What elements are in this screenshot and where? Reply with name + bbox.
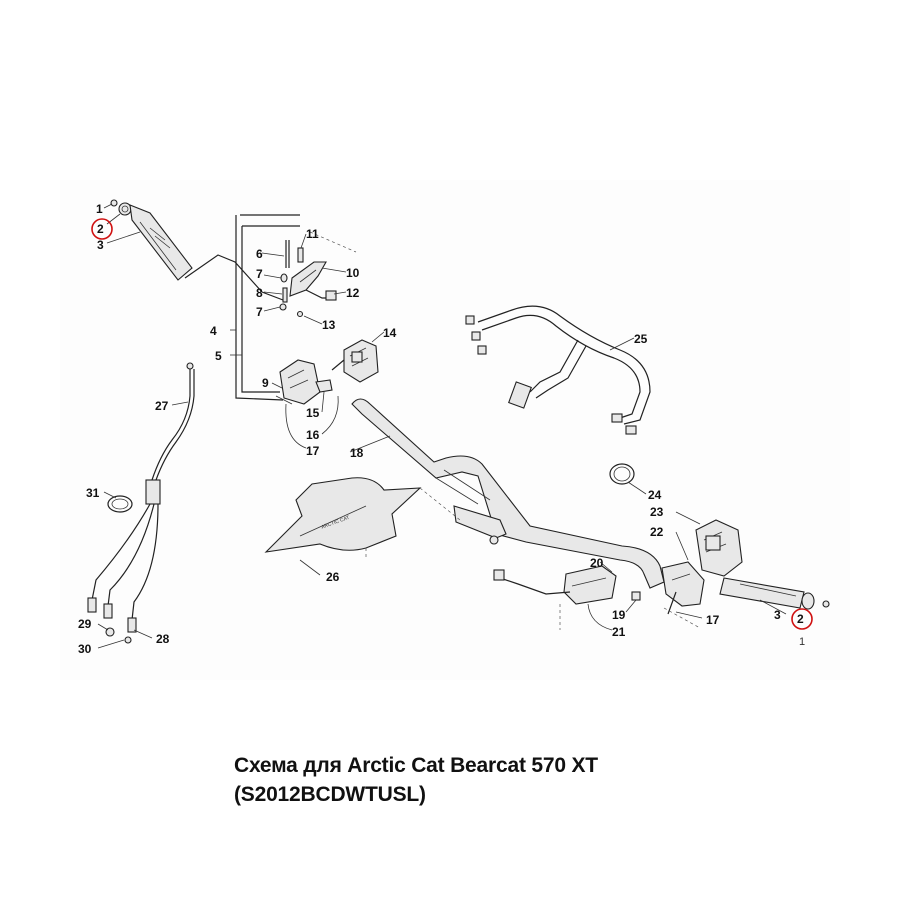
right-control-housing [661,519,743,607]
switch-14 [331,339,379,383]
caption-model-code: (S2012BCDWTUSL) [234,783,426,806]
callout-29: 29 [78,617,92,631]
diagram-background [60,180,850,680]
callout-17-right: 17 [706,613,720,627]
callout-13: 13 [322,318,336,332]
callout-12: 12 [346,286,360,300]
callout-23: 23 [650,505,664,519]
callout-27: 27 [155,399,169,413]
callout-17-left: 17 [306,444,320,458]
callout-2-left: 2 [97,222,104,236]
callout-15: 15 [306,406,320,420]
callout-8: 8 [256,286,263,300]
callout-7-lower: 7 [256,305,263,319]
grip-heater-wire [184,254,284,301]
callout-1-left: 1 [96,202,103,216]
throttle-housing [275,359,333,405]
bracket-4-5 [235,214,300,401]
assembly-guides [309,231,701,630]
callout-19: 19 [612,608,626,622]
callout-4: 4 [210,324,217,338]
callout-30: 30 [78,642,92,656]
callout-24: 24 [648,488,662,502]
callout-21: 21 [612,625,626,639]
callout-3-right: 3 [774,608,781,622]
left-grip [110,199,193,281]
callout-3-left: 3 [97,238,104,252]
callout-5: 5 [215,349,222,363]
wiring-harness [465,305,651,435]
bracket-20-21 [493,565,677,615]
right-grip [719,577,830,610]
callout-31: 31 [86,486,100,500]
callout-18: 18 [350,446,364,460]
callout-11: 11 [306,227,319,241]
highlight-circle-right [791,608,813,630]
cable-clamp [107,495,133,513]
callout-labels: 1 2 3 4 5 6 7 8 7 9 10 11 12 13 14 15 16… [78,202,805,656]
callout-7-upper: 7 [256,267,263,281]
caption-title: Схема для Arctic Cat Bearcat 570 XT [234,754,598,777]
callout-20: 20 [590,556,604,570]
callout-10: 10 [346,266,360,280]
callout-14: 14 [383,326,397,340]
callout-1-right: 1 [799,636,805,648]
callout-16: 16 [306,428,320,442]
clip-24 [609,463,635,485]
handlebar-pad: ARCTIC CAT [264,477,461,560]
callout-26: 26 [326,570,340,584]
callout-9: 9 [262,376,269,390]
callout-6: 6 [256,247,263,261]
highlight-circle-left [91,218,113,240]
handlebar [351,398,665,589]
throttle-cable [87,362,195,644]
callout-22: 22 [650,525,664,539]
callout-28: 28 [156,632,170,646]
callout-2-right: 2 [797,612,804,626]
callout-25: 25 [634,332,648,346]
throttle-block [279,240,337,318]
